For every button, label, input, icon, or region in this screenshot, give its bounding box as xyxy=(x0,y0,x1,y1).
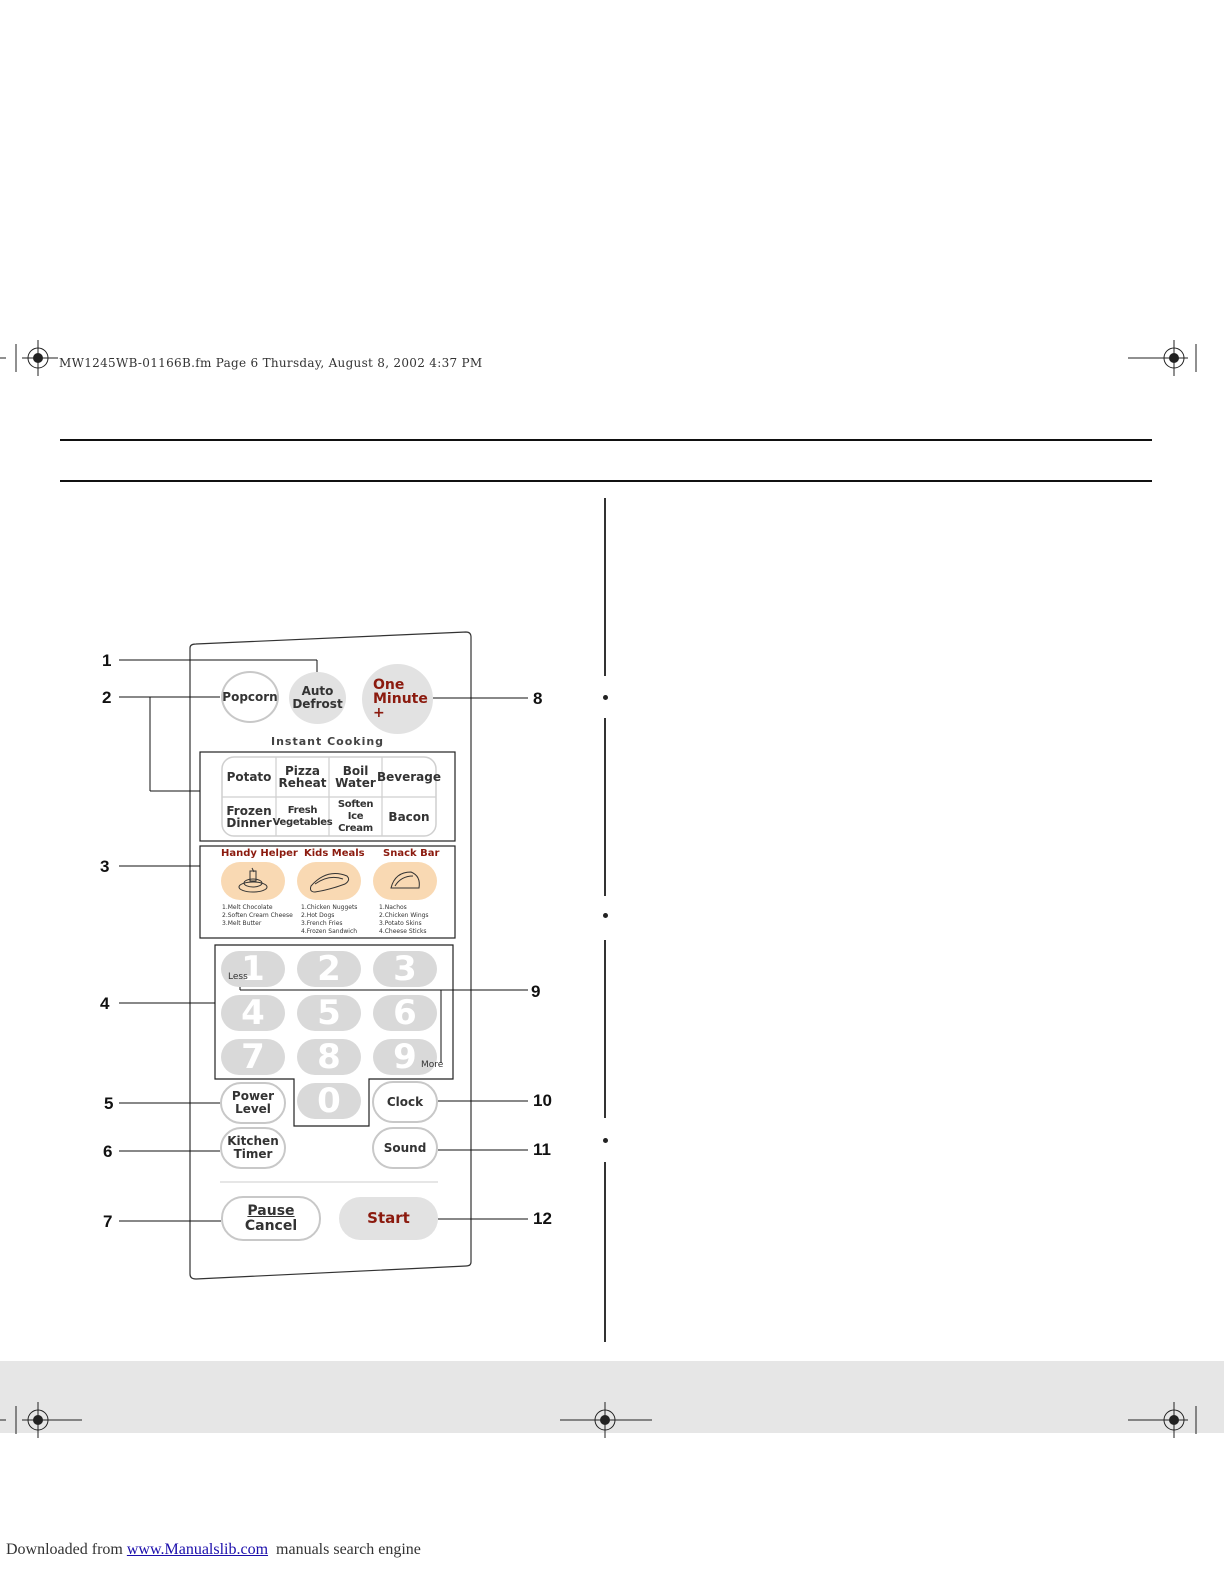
handy-helper-list: 1.Melt Chocolate 2.Soften Cream Cheese 3… xyxy=(222,904,293,928)
digit-8-button[interactable]: 8 xyxy=(297,1039,361,1075)
download-notice: Downloaded from www.Manualslib.com manua… xyxy=(6,1541,421,1559)
pause-cancel-button[interactable]: Pause Cancel xyxy=(221,1196,321,1241)
melting-chocolate-icon xyxy=(221,862,285,900)
more-label: More xyxy=(421,1060,443,1070)
boil-water-label-2: Water xyxy=(335,777,376,789)
callout-1: 1 xyxy=(102,651,111,671)
callout-11: 11 xyxy=(533,1140,551,1160)
list-item: 1.Melt Chocolate xyxy=(222,904,293,912)
clock-label: Clock xyxy=(387,1096,423,1109)
instant-cooking-title: Instant Cooking xyxy=(271,735,384,748)
frozen-dinner-label-2: Dinner xyxy=(226,817,271,829)
popcorn-button[interactable]: Popcorn xyxy=(221,671,279,723)
fresh-vegetables-button[interactable]: Fresh Vegetables xyxy=(276,797,329,836)
list-item: 2.Hot Dogs xyxy=(301,912,357,920)
handy-helper-title: Handy Helper xyxy=(221,848,298,859)
pause-label: Pause xyxy=(247,1204,294,1219)
potato-label: Potato xyxy=(227,771,272,783)
callout-12: 12 xyxy=(533,1209,552,1229)
one-minute-label-2: Minute xyxy=(373,692,428,706)
registration-mark-bottom-left xyxy=(0,1402,86,1438)
start-button[interactable]: Start xyxy=(339,1197,438,1240)
power-level-label-2: Level xyxy=(235,1103,271,1116)
digit-0-button[interactable]: 0 xyxy=(297,1083,361,1119)
snack-bar-button[interactable] xyxy=(373,862,437,900)
sound-label: Sound xyxy=(384,1142,427,1155)
one-minute-label-3: + xyxy=(373,706,385,720)
digit-2-button[interactable]: 2 xyxy=(297,951,361,987)
list-item: 3.Melt Butter xyxy=(222,920,293,928)
beverage-label: Beverage xyxy=(377,771,441,783)
power-level-button[interactable]: Power Level xyxy=(220,1082,286,1124)
list-item: 4.Frozen Sandwich xyxy=(301,928,357,936)
sound-button[interactable]: Sound xyxy=(372,1127,438,1169)
callout-7: 7 xyxy=(103,1212,112,1232)
kitchen-timer-button[interactable]: Kitchen Timer xyxy=(220,1127,286,1169)
one-minute-label-1: One xyxy=(373,678,404,692)
pizza-reheat-label-2: Reheat xyxy=(279,777,327,789)
digit-7-button[interactable]: 7 xyxy=(221,1039,285,1075)
registration-mark-bottom-right xyxy=(1128,1402,1224,1438)
cancel-label: Cancel xyxy=(245,1219,297,1234)
snack-bar-title: Snack Bar xyxy=(383,848,439,859)
frozen-dinner-label-1: Frozen xyxy=(226,805,271,817)
auto-defrost-label-2: Defrost xyxy=(292,698,342,711)
callout-4: 4 xyxy=(100,994,109,1014)
potato-button[interactable]: Potato xyxy=(222,757,276,797)
taco-icon xyxy=(373,862,437,900)
callout-9: 9 xyxy=(531,982,540,1002)
kitchen-timer-label-2: Timer xyxy=(234,1148,273,1161)
list-item: 4.Cheese Sticks xyxy=(379,928,429,936)
clock-button[interactable]: Clock xyxy=(372,1081,438,1123)
kids-meals-list: 1.Chicken Nuggets 2.Hot Dogs 3.French Fr… xyxy=(301,904,357,936)
list-item: 1.Chicken Nuggets xyxy=(301,904,357,912)
soften-ice-cream-label-2: Ice Cream xyxy=(329,811,382,835)
bacon-button[interactable]: Bacon xyxy=(382,797,436,836)
beverage-button[interactable]: Beverage xyxy=(382,757,436,797)
pizza-reheat-button[interactable]: Pizza Reheat xyxy=(276,757,329,797)
download-prefix: Downloaded from xyxy=(6,1541,127,1558)
manualslib-link[interactable]: www.Manualslib.com xyxy=(127,1541,268,1558)
fresh-vegetables-label-2: Vegetables xyxy=(273,817,333,829)
soften-ice-cream-label-1: Soften xyxy=(338,799,373,811)
list-item: 2.Soften Cream Cheese xyxy=(222,912,293,920)
callout-3: 3 xyxy=(100,857,109,877)
bacon-label: Bacon xyxy=(388,811,429,823)
hot-dog-icon xyxy=(297,862,361,900)
download-suffix: manuals search engine xyxy=(268,1541,421,1558)
kids-meals-title: Kids Meals xyxy=(304,848,365,859)
less-label: Less xyxy=(228,972,248,982)
digit-5-button[interactable]: 5 xyxy=(297,995,361,1031)
kids-meals-button[interactable] xyxy=(297,862,361,900)
list-item: 2.Chicken Wings xyxy=(379,912,429,920)
digit-4-button[interactable]: 4 xyxy=(221,995,285,1031)
frozen-dinner-button[interactable]: Frozen Dinner xyxy=(222,797,276,836)
boil-water-button[interactable]: Boil Water xyxy=(329,757,382,797)
auto-defrost-button[interactable]: Auto Defrost xyxy=(289,672,346,724)
list-item: 3.Potato Skins xyxy=(379,920,429,928)
callout-2: 2 xyxy=(102,688,111,708)
digit-6-button[interactable]: 6 xyxy=(373,995,437,1031)
registration-mark-bottom-center xyxy=(560,1402,652,1438)
callout-6: 6 xyxy=(103,1142,112,1162)
snack-bar-list: 1.Nachos 2.Chicken Wings 3.Potato Skins … xyxy=(379,904,429,936)
soften-ice-cream-button[interactable]: Soften Ice Cream xyxy=(329,797,382,836)
callout-10: 10 xyxy=(533,1091,552,1111)
callout-5: 5 xyxy=(104,1094,113,1114)
list-item: 1.Nachos xyxy=(379,904,429,912)
list-item: 3.French Fries xyxy=(301,920,357,928)
fresh-vegetables-label-1: Fresh xyxy=(288,805,317,817)
digit-3-button[interactable]: 3 xyxy=(373,951,437,987)
one-minute-plus-button[interactable]: One Minute + xyxy=(362,664,433,734)
start-label: Start xyxy=(367,1212,410,1225)
callout-8: 8 xyxy=(533,689,542,709)
handy-helper-button[interactable] xyxy=(221,862,285,900)
popcorn-label: Popcorn xyxy=(222,691,277,704)
